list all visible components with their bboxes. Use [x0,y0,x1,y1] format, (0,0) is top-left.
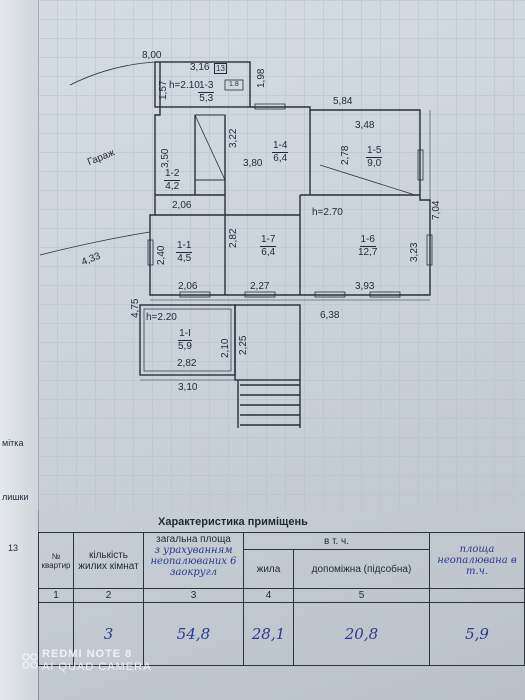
dim-2-06-a: 2,06 [172,200,192,211]
handwritten-total: 54,8 [176,625,211,643]
room-id: 1-5 [366,145,383,158]
dim-3-23: 3,23 [409,242,420,262]
side-label-lyshky: лишки [2,492,29,502]
header-extra: площа неопалювана в т.ч. [429,532,525,589]
camera-logo-icon [22,653,38,669]
height-2-20: h=2.20 [146,312,177,323]
dim-8-00: 8,00 [142,50,162,61]
cell-apartment [38,602,74,666]
handwritten-extra-note: площа неопалювана в т.ч. [437,544,517,577]
header-total: загальна площа з урахуванням неопалювани… [143,532,244,589]
room-id: 1-2 [164,168,181,181]
dim-2-25: 2,25 [238,335,249,355]
dim-1-98: 1,98 [256,68,267,88]
room-id: 1-1 [176,240,193,253]
characteristics-table: № квартир кількість жилих кімнат загальн… [38,532,525,666]
room-id: 1-I [178,328,192,341]
camera-watermark: REDMI NOTE 8 AI QUAD CAMERA [22,648,151,674]
handwritten-aux: 20,8 [344,625,379,643]
room-1-4: 1-4 6,4 [272,140,289,165]
header-rooms: кількість жилих кімнат [73,532,144,589]
side-label-mitka: мітка [2,438,24,448]
dim-7-04: 7,04 [431,200,442,220]
dim-3-10: 3,10 [178,382,198,393]
dim-4-75: 4,75 [130,298,141,318]
watermark-line-2: AI QUAD CAMERA [42,661,152,673]
room-area: 9,0 [367,158,382,169]
dim-3-80: 3,80 [243,158,263,169]
room-id: 1-3 [198,80,215,93]
header-living: жила [243,549,294,589]
room-1-7: 1-7 6,4 [260,234,277,259]
dim-3-93: 3,93 [355,281,375,292]
header-total-label: загальна площа [156,534,231,545]
header-apartment: № квартир [38,532,74,589]
table-data-row: 3 54,8 28,1 20,8 5,9 [38,602,525,666]
dim-2-27: 2,27 [250,281,270,292]
dim-5-84: 5,84 [333,96,353,107]
room-area: 4,2 [165,181,180,192]
col-num-3: 3 [143,588,244,603]
room-area: 4,5 [177,253,192,264]
small-box-label-2: 1.8 [229,81,239,88]
dim-6-38: 6,38 [320,310,340,321]
height-2-70: h=2.70 [312,207,343,218]
floor-plan [39,61,433,428]
cell-living: 28,1 [243,602,294,666]
room-1-I: 1-I 5,9 [178,328,192,353]
handwritten-total-note: з урахуванням неопалюваних 6 заокругл [150,545,237,578]
handwritten-living: 28,1 [251,625,286,643]
room-id: 1-7 [260,234,277,247]
dim-2-10: 2,10 [220,338,231,358]
room-area: 12,7 [358,247,378,258]
dim-3-22: 3,22 [228,128,239,148]
height-2-10: h=2.10 [169,80,200,91]
small-box-label: 13 [214,63,227,74]
table-number-row: 1 2 3 4 5 [38,588,525,603]
cell-aux: 20,8 [292,602,431,666]
dim-1-57: 1,57 [158,80,169,100]
room-id: 1-6 [359,234,376,247]
dim-3-50: 3,50 [160,148,171,168]
room-1-1: 1-1 4,5 [176,240,193,265]
dim-2-78: 2,78 [340,145,351,165]
header-aux: допоміжна (підсобна) [292,549,431,589]
dim-3-48: 3,48 [355,120,375,131]
watermark-line-1: REDMI NOTE 8 [42,648,133,660]
room-area: 5,3 [199,93,214,104]
characteristics-table-section: Характеристика приміщень № квартир кільк… [38,508,525,700]
handwritten-rooms: 3 [103,625,114,643]
cell-total: 54,8 [143,602,244,666]
room-area: 5,9 [178,341,192,352]
table-title: Характеристика приміщень [158,516,308,528]
col-num-2: 2 [73,588,144,603]
room-1-2: 1-2 4,2 [164,168,181,193]
dim-3-16: 3,16 [190,62,210,73]
dim-2-40: 2,40 [156,245,167,265]
table-header-row: № квартир кількість жилих кімнат загальн… [38,532,525,589]
dim-2-82-b: 2,82 [177,358,197,369]
room-id: 1-4 [272,140,289,153]
cell-extra: 5,9 [429,602,525,666]
handwritten-extra: 5,9 [465,625,489,643]
col-num-1: 1 [38,588,74,603]
room-1-6: 1-6 12,7 [358,234,377,259]
header-vtch: в т. ч. [243,532,430,550]
col-num-4: 4 [243,588,294,603]
col-num-5: 5 [292,588,431,603]
room-1-5: 1-5 9,0 [366,145,383,170]
room-area: 6,4 [273,153,288,164]
side-label-13: 13 [8,543,19,553]
dim-2-06-b: 2,06 [178,281,198,292]
col-num-6 [429,588,525,603]
left-sheet [0,0,39,700]
room-area: 6,4 [261,247,276,258]
room-1-3: 1-3 5,3 [198,80,215,105]
dim-2-82-a: 2,82 [228,228,239,248]
